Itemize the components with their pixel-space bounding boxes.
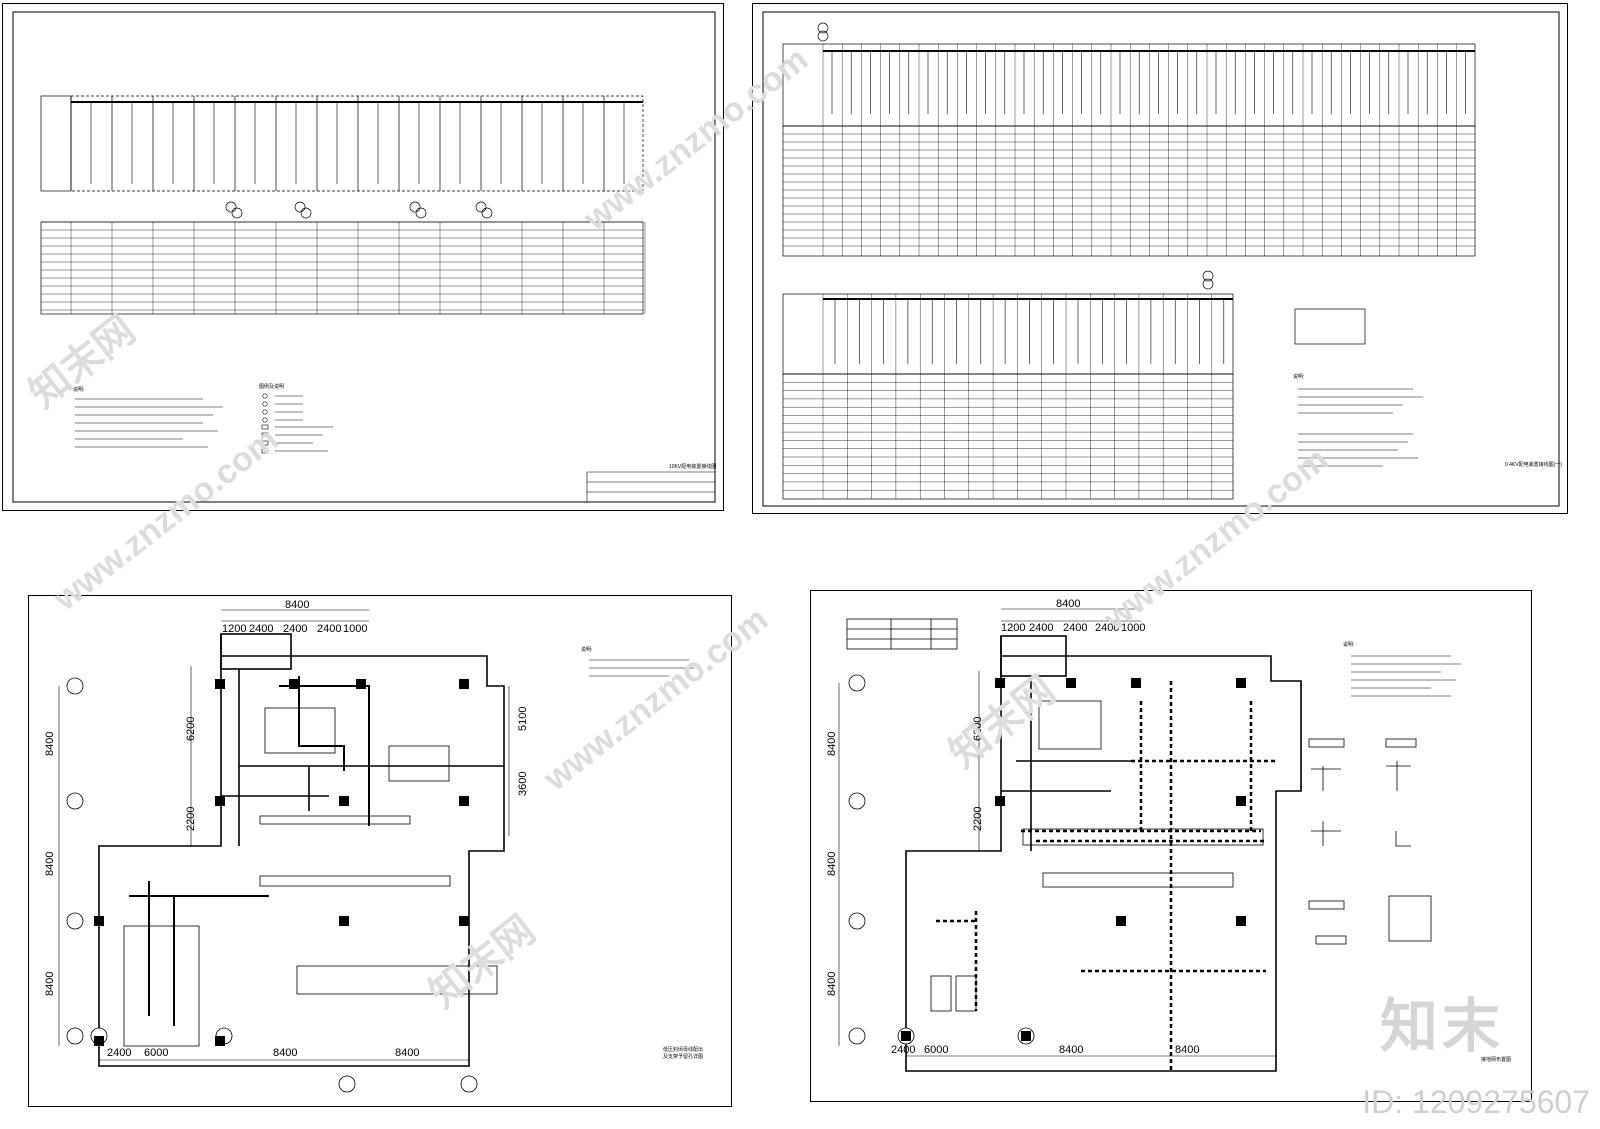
plan1-dim-row-2: 8400: [44, 852, 56, 876]
sheet3-caption-1: 低压封闭母线配出: [663, 1046, 703, 1053]
sld-04kv-drawing: 说明: 0.4KV配电装置接线图(一): [762, 11, 1562, 507]
plan1-dim-top-total: 8400: [285, 599, 309, 611]
busway-floor-plan: 1200 2400 2400 2400 1000 8400 6200 2200 …: [44, 599, 703, 1093]
sheet4-caption: 接地网布置图: [1481, 1056, 1511, 1063]
sld-10kv-drawing: 说明: 图例及说明 10KV配电装置接线图: [12, 11, 716, 503]
image-id-label: ID: 1209275607: [1362, 1084, 1590, 1120]
plan1-dim-left-1: 6200: [185, 717, 197, 741]
plan2-dim-top-2: 2400: [1029, 622, 1053, 634]
plan1-dim-bottom-1: 2400: [107, 1047, 131, 1059]
sheet3-caption-2: 及支架予留孔详图: [663, 1053, 703, 1060]
plan1-dim-right-1: 5100: [517, 707, 529, 731]
plan1-dim-bottom-2: 6000: [144, 1047, 168, 1059]
plan2-dim-bottom-4: 8400: [1175, 1044, 1199, 1056]
drawing-sheet-grounding-plan: 1200 2400 2400 2400 1000 8400 6200 2200 …: [810, 590, 1532, 1102]
plan1-dim-row-3: 8400: [44, 972, 56, 996]
plan1-dim-right-2: 3600: [517, 772, 529, 796]
plan2-dim-bottom-2: 6000: [924, 1044, 948, 1056]
plan2-dim-row-3: 8400: [826, 972, 838, 996]
plan2-dim-left-1: 6200: [972, 717, 984, 741]
plan1-dim-top-2: 2400: [249, 623, 273, 635]
plan2-dim-top-4: 2400: [1095, 622, 1119, 634]
sheet1-legend-title: 图例及说明: [259, 383, 284, 390]
plan2-dim-row-2: 8400: [826, 852, 838, 876]
sheet1-notes-title: 说明:: [73, 386, 84, 393]
drawing-sheet-busway-plan: 1200 2400 2400 2400 1000 8400 6200 2200 …: [28, 595, 732, 1107]
plan2-dim-top-total: 8400: [1056, 598, 1080, 610]
drawing-sheet-04kv: 说明: 0.4KV配电装置接线图(一): [752, 3, 1568, 514]
watermark-brand: 知末: [1379, 992, 1504, 1060]
plan2-dim-row-1: 8400: [826, 732, 838, 756]
plan2-dim-top-5: 1000: [1121, 622, 1145, 634]
plan2-dim-left-2: 2200: [972, 807, 984, 831]
plan1-dim-top-1: 1200: [222, 623, 246, 635]
plan2-dim-top-1: 1200: [1001, 622, 1025, 634]
plan2-dim-bottom-3: 8400: [1059, 1044, 1083, 1056]
plan1-dim-top-5: 1000: [343, 623, 367, 635]
sheet3-notes-title: 说明:: [581, 646, 592, 653]
plan1-dim-bottom-4: 8400: [395, 1047, 419, 1059]
sheet2-notes-title: 说明:: [1293, 373, 1304, 380]
plan2-dim-top-3: 2400: [1063, 622, 1087, 634]
plan1-dim-bottom-3: 8400: [273, 1047, 297, 1059]
sheet1-caption: 10KV配电装置接线图: [669, 463, 716, 470]
plan1-dim-top-4: 2400: [317, 623, 341, 635]
plan1-dim-row-1: 8400: [44, 732, 56, 756]
plan1-dim-left-2: 2200: [185, 807, 197, 831]
drawing-sheet-10kv: 说明: 图例及说明 10KV配电装置接线图: [2, 3, 724, 511]
plan1-dim-top-3: 2400: [283, 623, 307, 635]
sheet4-notes-title: 说明:: [1343, 641, 1354, 648]
grounding-floor-plan: 1200 2400 2400 2400 1000 8400 6200 2200 …: [826, 598, 1511, 1072]
sheet2-caption: 0.4KV配电装置接线图(一): [1505, 461, 1562, 468]
plan2-dim-bottom-1: 2400: [891, 1044, 915, 1056]
